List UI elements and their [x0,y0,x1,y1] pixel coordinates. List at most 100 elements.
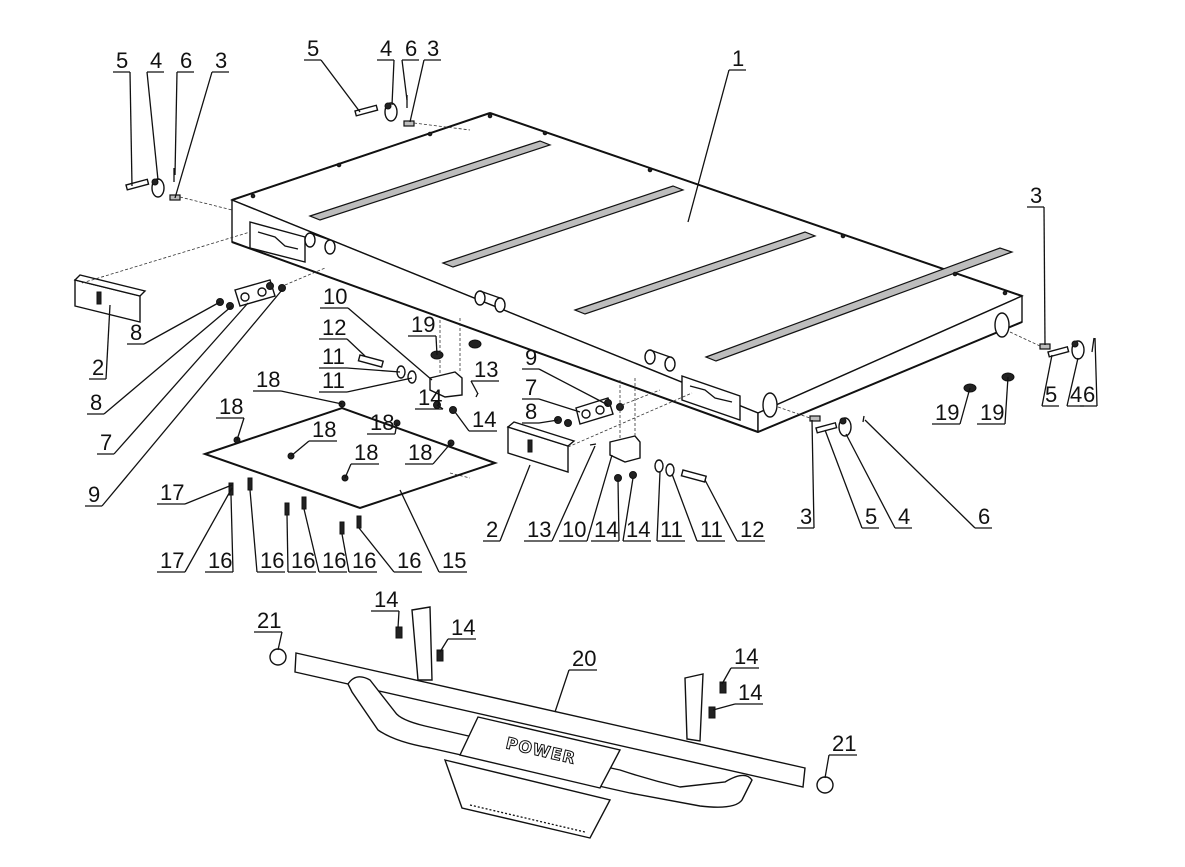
callout-21: 21 [824,731,857,779]
callout-label: 14 [451,615,475,640]
callout-leader [236,417,245,441]
callout-leader [394,422,398,435]
callout-label: 2 [92,355,104,380]
callout-leader [401,59,408,101]
callout-leader [436,404,444,410]
hinge-block-right [554,389,661,427]
callout-16: 16 [303,508,347,573]
callout-2: 2 [483,464,531,542]
callout-leader [184,487,233,573]
callout-11: 11 [319,344,401,373]
callout-label: 1 [732,46,744,71]
callout-18: 18 [344,440,379,479]
callout-leader [277,631,283,651]
callout-label: 15 [442,548,466,573]
callout-leader [358,527,395,573]
callout-leader [286,514,289,573]
callout-label: 14 [738,680,762,705]
callout-leader [346,367,401,373]
callout-leader [174,71,178,176]
callout-label: 3 [427,36,439,61]
callout-leader [538,419,559,424]
platform-slot [308,140,1014,362]
callout-leader [671,473,698,542]
callout-12: 12 [319,315,366,357]
callout-leader [824,754,830,779]
callout-leader [1041,354,1053,407]
callout-leader [439,638,449,653]
callout-leader [959,387,971,425]
callout-5: 5 [824,429,879,529]
callout-10: 10 [559,454,613,542]
callout-label: 8 [525,399,537,424]
callout-label: 3 [215,48,227,73]
callout-leader [230,494,234,573]
callout-14: 14 [371,587,400,629]
callout-label: 13 [474,357,498,382]
callout-10: 10 [320,284,433,381]
callout-leader [721,667,732,685]
callout-14: 14 [415,385,444,410]
callout-16: 16 [341,533,377,573]
callout-label: 5 [865,504,877,529]
callout-label: 20 [572,646,596,671]
callout-label: 7 [100,430,112,455]
callout-9: 9 [85,289,283,507]
callout-13: 13 [470,357,499,395]
callout-4: 4 [146,48,164,181]
callout-label: 5 [307,36,319,61]
callout-label: 18 [312,417,336,442]
callout-label: 14 [734,644,758,669]
callout-label: 16 [260,548,284,573]
callout-leader [129,71,133,187]
callout-label: 14 [472,407,496,432]
callout-leader [344,463,352,479]
callout-7: 7 [97,302,249,455]
callout-label: 19 [980,400,1004,425]
callout-leader [391,59,395,106]
callout-leader [551,445,596,542]
callout-19: 19 [932,387,971,425]
callout-leader [1066,357,1079,407]
callout-6: 6 [864,419,992,529]
shackle-set-right [1009,331,1095,360]
platform-panel [229,112,1024,434]
callout-label: 4 [1070,382,1082,407]
callout-leader [347,307,433,381]
callout-3: 3 [409,36,441,123]
callout-leader [103,305,233,415]
callout-leader [290,440,310,457]
callout-leader [811,419,815,529]
callout-label: 18 [370,410,394,435]
callout-14: 14 [721,644,759,685]
callout-11: 11 [656,471,685,542]
callout-label: 6 [405,36,417,61]
callout-leader [346,338,366,357]
callout-label: 18 [408,440,432,465]
callout-4: 4 [845,433,912,529]
callout-label: 17 [160,480,184,505]
callout-leader [146,71,159,181]
callout-6: 6 [1080,337,1098,407]
callout-7: 7 [522,375,581,413]
callout-12: 12 [704,479,765,542]
callout-leader [538,368,609,406]
callout-20: 20 [554,646,597,713]
hitch-step-bar: POWER [269,606,834,839]
callout-leader [249,489,258,573]
callout-leader [399,489,440,573]
callout-label: 16 [208,548,232,573]
callout-label: 6 [1083,382,1095,407]
rivets [250,113,1008,296]
callout-label: 7 [525,375,537,400]
callout-leader [704,479,738,542]
callout-21: 21 [254,608,283,651]
callout-8: 8 [522,399,559,424]
callout-leader [687,69,730,223]
callout-3: 3 [1027,183,1046,346]
callout-15: 15 [399,489,467,573]
callout-label: 8 [130,320,142,345]
callout-14: 14 [712,680,763,711]
callout-11: 11 [319,368,413,393]
